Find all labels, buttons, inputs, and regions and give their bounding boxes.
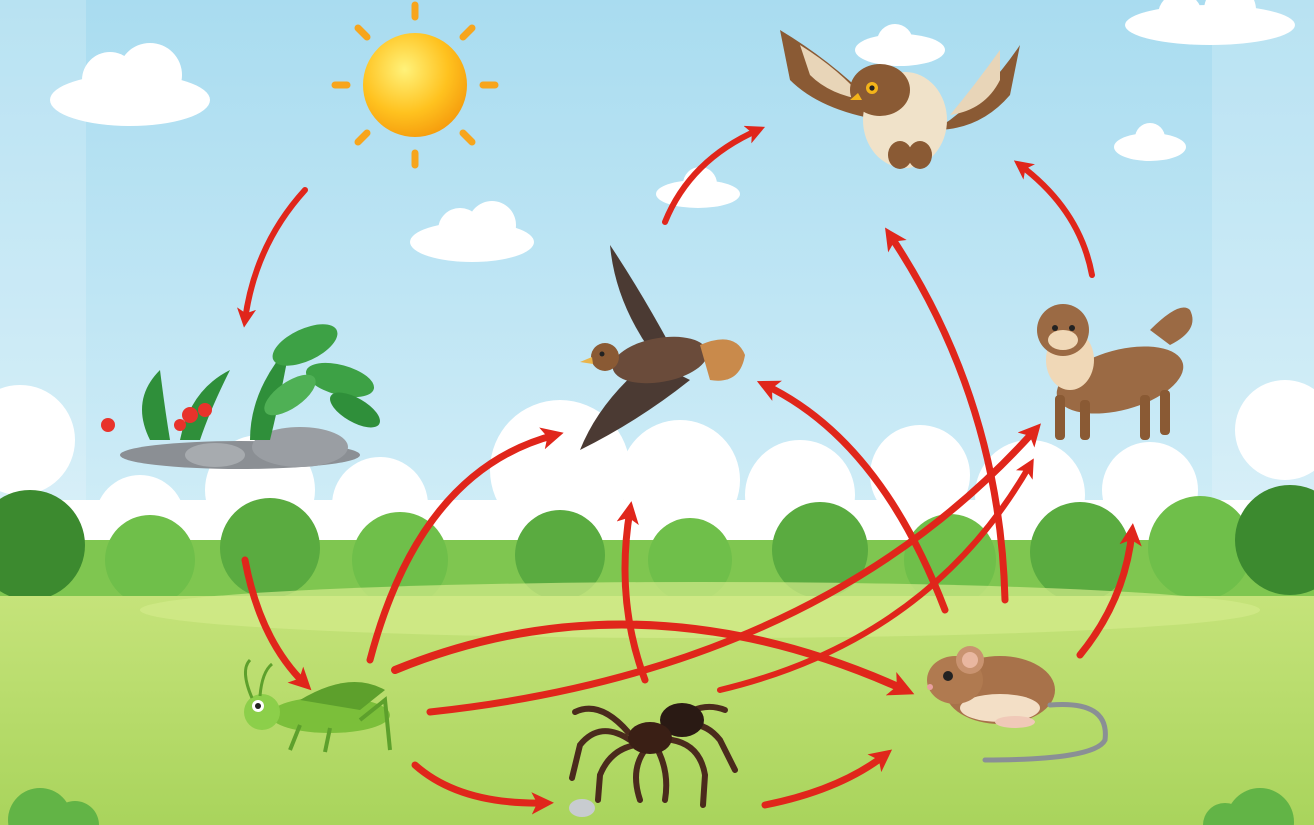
- food-web-diagram: [0, 0, 1314, 825]
